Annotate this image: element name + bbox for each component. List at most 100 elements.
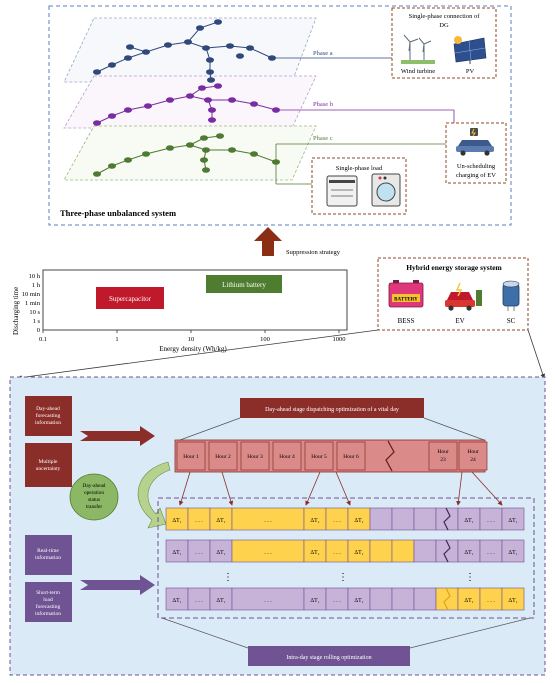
vdots-3: ⋮ — [465, 572, 475, 583]
suppression-label: Suppression strategy — [286, 249, 341, 256]
intraday-flow-arrow — [80, 575, 155, 595]
hour-cell — [208, 441, 238, 471]
ellipsis-label: . . . — [195, 518, 203, 524]
delta-t-label: ΔT₁ — [310, 518, 319, 524]
delta-t-label: ΔT₁ — [464, 518, 473, 524]
hour-label: Hour — [467, 449, 478, 455]
hour-cell — [240, 441, 270, 471]
hess-title: Hybrid energy storage system — [406, 263, 502, 272]
supercapacitor-region — [96, 287, 164, 309]
hour-cell — [336, 441, 366, 471]
nodes-phase-a — [93, 19, 276, 83]
hour-label: Hour 4 — [279, 454, 295, 460]
stage-left-connector — [179, 417, 241, 441]
hour-label: Hour 6 — [343, 454, 359, 460]
phase-a-label: Phase a — [313, 50, 333, 57]
time-slot-cell — [501, 539, 525, 563]
lithium-battery-region — [206, 275, 282, 293]
funnel-left — [17, 329, 379, 380]
delta-t-label: ΔT₁ — [172, 518, 181, 524]
time-slot-cell — [369, 587, 393, 611]
three-phase-title: Three-phase unbalanced system — [60, 208, 176, 218]
time-slot-cell — [391, 587, 415, 611]
ellipsis-label: . . . — [195, 550, 203, 556]
bess-icon: BATTERY — [388, 280, 424, 308]
hour-cell — [176, 441, 206, 471]
dg-title-line2: DG — [439, 22, 449, 29]
phase-b-label: Phase b — [313, 101, 333, 108]
time-slot-cell — [391, 539, 415, 563]
dayahead-info-box — [25, 396, 72, 436]
phase-c-label: Phase c — [313, 135, 333, 142]
ev-storage-label: EV — [455, 317, 464, 325]
funnel-right — [527, 329, 546, 379]
hour-label: Hour 3 — [247, 454, 263, 460]
delta-t-label: ΔT₁ — [508, 550, 517, 556]
dg-title-line1: Single-phase connection of — [409, 13, 481, 20]
hour-label-num: 23 — [440, 457, 446, 463]
row-break-mark — [443, 587, 451, 611]
realtime-info-box — [25, 535, 72, 575]
ragone-ytick-label: 1 min — [25, 300, 41, 307]
lithium-battery-label: Lithium battery — [222, 281, 266, 289]
time-slot-cell — [391, 507, 415, 531]
ragone-ytick-label: 10 min — [22, 291, 41, 298]
delta-t-label: ΔT₁ — [354, 550, 363, 556]
time-slot-cell — [369, 507, 393, 531]
delta-t-label: ΔT₁ — [464, 598, 473, 604]
wind-turbine-icon — [401, 34, 435, 64]
multiple-uncertainty-box — [25, 443, 72, 487]
rolling-rows: ΔT₁ . . . ΔT₁ . . . ΔT₁ . . . ΔT₁ ΔT₁ . . . ΔT₁ ΔT… — [165, 507, 525, 611]
ellipsis-label: . . . — [333, 518, 341, 524]
delta-t-label: ΔT₁ — [216, 598, 225, 604]
hour-label: Hour — [437, 449, 448, 455]
layer-phase-a — [63, 17, 317, 83]
hour-label: Hour 2 — [215, 454, 231, 460]
intraday-left-connector — [161, 617, 249, 649]
delta-t-label: ΔT₁ — [354, 518, 363, 524]
hour-cell — [304, 441, 334, 471]
delta-t-label: ΔT₁ — [172, 598, 181, 604]
row-break-mark — [443, 539, 451, 563]
time-slot-cell — [413, 539, 437, 563]
ragone-xtick-label: 1 — [115, 336, 118, 343]
hour-cell — [428, 441, 458, 471]
ragone-xtick-label: 1000 — [333, 336, 346, 343]
ev-charging-label-1: Un-scheduling — [457, 163, 496, 170]
dayahead-stage-box — [240, 398, 424, 418]
ev-charging-label-2: charging of EV — [456, 172, 496, 179]
dayahead-stage-text: Day-ahead stage dispatching optimization… — [265, 406, 399, 413]
time-slot-cell — [369, 539, 393, 563]
hour-label: Hour 5 — [311, 454, 327, 460]
hour-cell — [272, 441, 302, 471]
vdots-2: ⋮ — [338, 572, 348, 583]
vdots-1: ⋮ — [223, 572, 233, 583]
ellipsis-label: . . . — [487, 518, 495, 524]
ellipsis-label: . . . — [487, 598, 495, 604]
ragone-ytick-label: 10 s — [29, 309, 40, 316]
hour-label-num: 24 — [470, 457, 476, 463]
ragone-ytick-label: 1 s — [33, 318, 41, 325]
ellipsis-label: . . . — [333, 598, 341, 604]
ellipsis-label: . . . — [264, 598, 272, 604]
sc-label: SC — [507, 317, 516, 325]
supercapacitor-label: Supercapacitor — [109, 295, 152, 303]
ragone-plot-frame — [42, 269, 348, 331]
ragone-ylabel: Discharging time — [12, 287, 20, 335]
ragone-xtick-label: 0.1 — [39, 336, 47, 343]
ragone-xtick-label: 100 — [260, 336, 270, 343]
time-slot-cell — [413, 587, 437, 611]
time-slot-cell — [501, 587, 525, 611]
time-slot-cell — [413, 507, 437, 531]
suppression-arrow — [254, 227, 282, 256]
hour-break-mark — [385, 440, 395, 472]
ragone-xlabel: Energy density (Wh/kg) — [159, 345, 227, 353]
intraday-stage-box — [248, 646, 410, 666]
nodes-phase-c — [93, 133, 280, 177]
transfer-circle — [69, 473, 119, 521]
